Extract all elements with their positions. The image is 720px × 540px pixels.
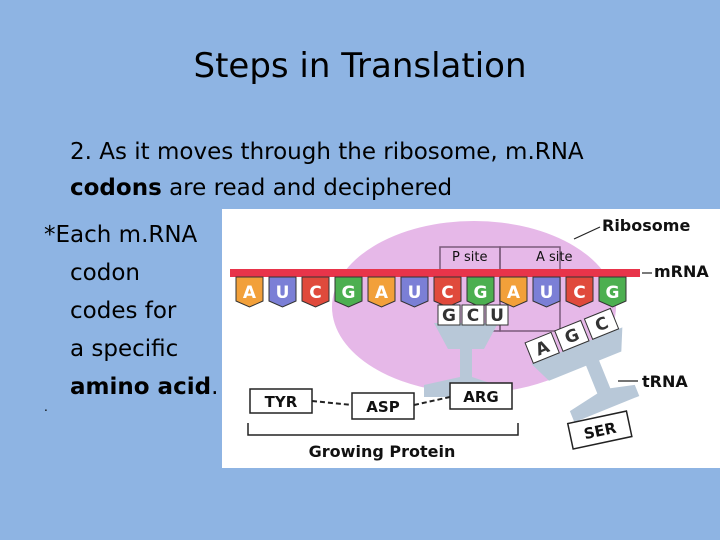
- codon-4-shape: [367, 276, 396, 308]
- anticodon-incoming: AGC: [524, 307, 620, 364]
- slide-title: Steps in Translation: [193, 46, 527, 86]
- sub-line-4: a specific: [70, 336, 179, 362]
- point-number: 2.: [70, 139, 92, 165]
- codon-6-shape: [433, 276, 462, 308]
- trna-bound-shape: [424, 323, 498, 397]
- codon-3: G: [334, 276, 363, 308]
- codon-9: U: [532, 276, 561, 308]
- codon-8-letter: A: [507, 283, 521, 303]
- ribosome-label: Ribosome: [602, 216, 690, 235]
- mrna-label: mRNA: [654, 262, 709, 281]
- main-point: 2. As it moves through the ribosome, m.R…: [70, 134, 680, 206]
- anticodon-bound-0-shape: [437, 304, 461, 326]
- amino-acid-box-4: [566, 410, 633, 450]
- amino-acid-4-group: SER: [566, 410, 633, 450]
- sub-line-3: codes for: [70, 298, 177, 324]
- codon-4-letter: A: [375, 283, 389, 303]
- codon-3-letter: G: [342, 283, 356, 303]
- codon-9-letter: U: [540, 283, 554, 303]
- anticodon-incoming-2: C: [583, 307, 620, 340]
- codon-10-shape: [565, 276, 594, 308]
- amino-acid-box-1: [249, 388, 313, 414]
- bullet-mark: .: [44, 400, 48, 414]
- anticodon-incoming-2-shape: [583, 307, 620, 340]
- codon-10: C: [565, 276, 594, 308]
- growing-protein-label: Growing Protein: [309, 442, 456, 461]
- codon-6: C: [433, 276, 462, 308]
- anticodon-bound-2: U: [485, 304, 509, 326]
- codon-6-letter: C: [441, 283, 453, 303]
- trna-incoming-shape: [531, 327, 640, 423]
- codon-9-shape: [532, 276, 561, 308]
- anticodon-incoming-1: G: [554, 319, 590, 352]
- sub-line-1: *Each m.RNA: [44, 222, 198, 248]
- anticodon-incoming-0-shape: [524, 331, 560, 364]
- anticodon-bound-0-letter: G: [442, 306, 456, 326]
- codon-8-shape: [499, 276, 528, 308]
- protein-bracket: [247, 423, 519, 436]
- codon-11-shape: [598, 276, 627, 308]
- anticodon-bound-2-shape: [485, 304, 509, 326]
- sub-line-2: codon: [70, 260, 140, 286]
- anticodon-incoming-1-shape: [554, 319, 590, 352]
- trna-label: tRNA: [642, 372, 688, 391]
- point-text-end: are read and deciphered: [169, 175, 453, 201]
- anticodon-bound-1-letter: C: [467, 306, 479, 326]
- ribosome-pointer: [573, 226, 601, 240]
- p-site-label: P site: [452, 250, 487, 265]
- sub-period: .: [211, 374, 219, 400]
- anticodon-bound-1: C: [461, 304, 485, 326]
- codon-11: G: [598, 276, 627, 308]
- anticodon-incoming-1-letter: G: [562, 325, 582, 349]
- trna-bound: [424, 323, 498, 397]
- codon-0-letter: A: [243, 283, 257, 303]
- codon-5: U: [400, 276, 429, 308]
- codon-10-letter: C: [573, 283, 585, 303]
- peptide-bond-1: [311, 400, 353, 406]
- trna-incoming: AGC: [524, 307, 640, 423]
- anticodon-bound-1-shape: [461, 304, 485, 326]
- codon-3-shape: [334, 276, 363, 308]
- peptide-bond-2: [413, 396, 451, 406]
- mrna-strand: [230, 269, 640, 277]
- amino-acid-box-3: [449, 382, 513, 410]
- amino-acid-box-2: [351, 392, 415, 420]
- codon-2: C: [301, 276, 330, 308]
- codon-1-shape: [268, 276, 297, 308]
- sub-point: *Each m.RNA codon codes for a specific a…: [44, 216, 244, 406]
- codon-1: U: [268, 276, 297, 308]
- codon-5-letter: U: [408, 283, 422, 303]
- codon-11-letter: G: [606, 283, 620, 303]
- codon-1-letter: U: [276, 283, 290, 303]
- codon-2-letter: C: [309, 283, 321, 303]
- amino-acid-1: TYR: [265, 393, 298, 411]
- anticodon-incoming-0: A: [524, 331, 560, 364]
- amino-acid-2: ASP: [366, 398, 399, 416]
- codon-0: A: [235, 276, 264, 308]
- point-bold: codons: [70, 175, 162, 201]
- codon-5-shape: [400, 276, 429, 308]
- sub-line-5: amino acid.: [44, 368, 244, 406]
- codon-8: A: [499, 276, 528, 308]
- codon-7: G: [466, 276, 495, 308]
- a-site-label: A site: [536, 250, 573, 265]
- amino-acid-3: ARG: [463, 388, 498, 406]
- codon-2-shape: [301, 276, 330, 308]
- codon-0-shape: [235, 276, 264, 308]
- anticodon-bound-0: G: [437, 304, 461, 326]
- codon-7-letter: G: [474, 283, 488, 303]
- anticodon-bound-2-letter: U: [490, 306, 504, 326]
- codon-7-shape: [466, 276, 495, 308]
- point-text: As it moves through the ribosome, m.RNA: [99, 139, 584, 165]
- sub-bold: amino acid: [70, 374, 212, 400]
- codon-4: A: [367, 276, 396, 308]
